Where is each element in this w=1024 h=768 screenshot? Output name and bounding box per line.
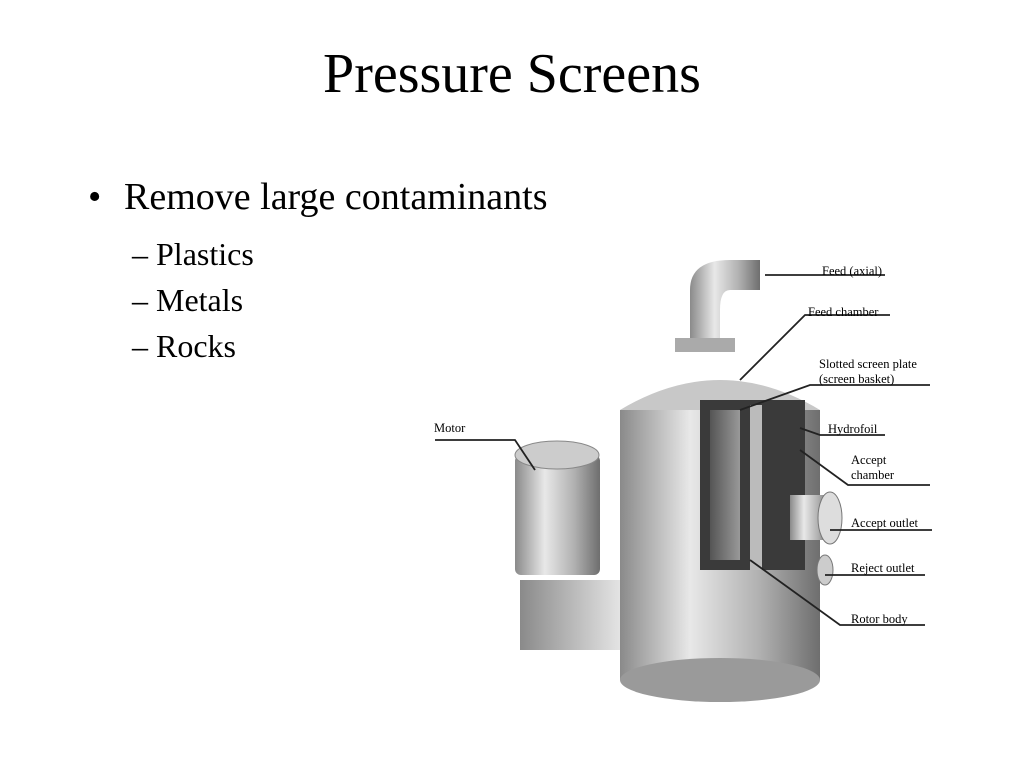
rotor-foils [710, 410, 740, 560]
label-slotted-screen-plate: Slotted screen plate (screen basket) [819, 357, 917, 387]
motor-top [514, 440, 600, 470]
screen-basket [750, 405, 762, 570]
label-feed-axial: Feed (axial) [822, 264, 883, 278]
pressure-screen-illustration [435, 260, 932, 702]
bullet-item: • Remove large contaminants [88, 175, 548, 219]
label-line: (screen basket) [819, 372, 895, 386]
label-hydrofoil: Hydrofoil [828, 422, 878, 436]
leader-lines [435, 274, 932, 626]
dash-icon: – [132, 236, 148, 272]
label-line: Slotted screen plate [819, 357, 917, 371]
sub-bullet-item: – Plastics [132, 231, 548, 277]
bullet-list: • Remove large contaminants – Plastics –… [88, 175, 548, 369]
label-feed-chamber: Feed chamber [808, 305, 879, 319]
bullet-icon: • [88, 176, 102, 218]
sub-bullet-text: Metals [156, 282, 244, 318]
dash-icon: – [132, 328, 148, 364]
sub-bullet-list: – Plastics – Metals – Rocks [132, 231, 548, 369]
label-line: Accept [851, 453, 887, 467]
label-reject-outlet: Reject outlet [851, 561, 915, 575]
motor-body [515, 455, 600, 575]
label-accept-chamber: Accept chamber [851, 453, 894, 483]
pressure-screen-diagram: Feed (axial) Feed chamber Slotted screen… [420, 250, 1020, 720]
sub-bullet-text: Rocks [156, 328, 236, 364]
feed-flange [675, 338, 735, 352]
label-line: chamber [851, 468, 895, 482]
feed-pipe [690, 260, 760, 345]
sub-bullet-text: Plastics [156, 236, 254, 272]
sub-bullet-item: – Rocks [132, 323, 548, 369]
sub-bullet-item: – Metals [132, 277, 548, 323]
accept-outlet-flange [817, 491, 843, 545]
reject-outlet-flange [816, 554, 834, 586]
dash-icon: – [132, 282, 148, 318]
label-rotor-body: Rotor body [851, 612, 908, 626]
label-motor: Motor [434, 421, 466, 435]
label-accept-outlet: Accept outlet [851, 516, 918, 530]
slide-title: Pressure Screens [323, 43, 701, 105]
housing-bottom [620, 658, 820, 702]
bullet-text: Remove large contaminants [124, 176, 548, 218]
